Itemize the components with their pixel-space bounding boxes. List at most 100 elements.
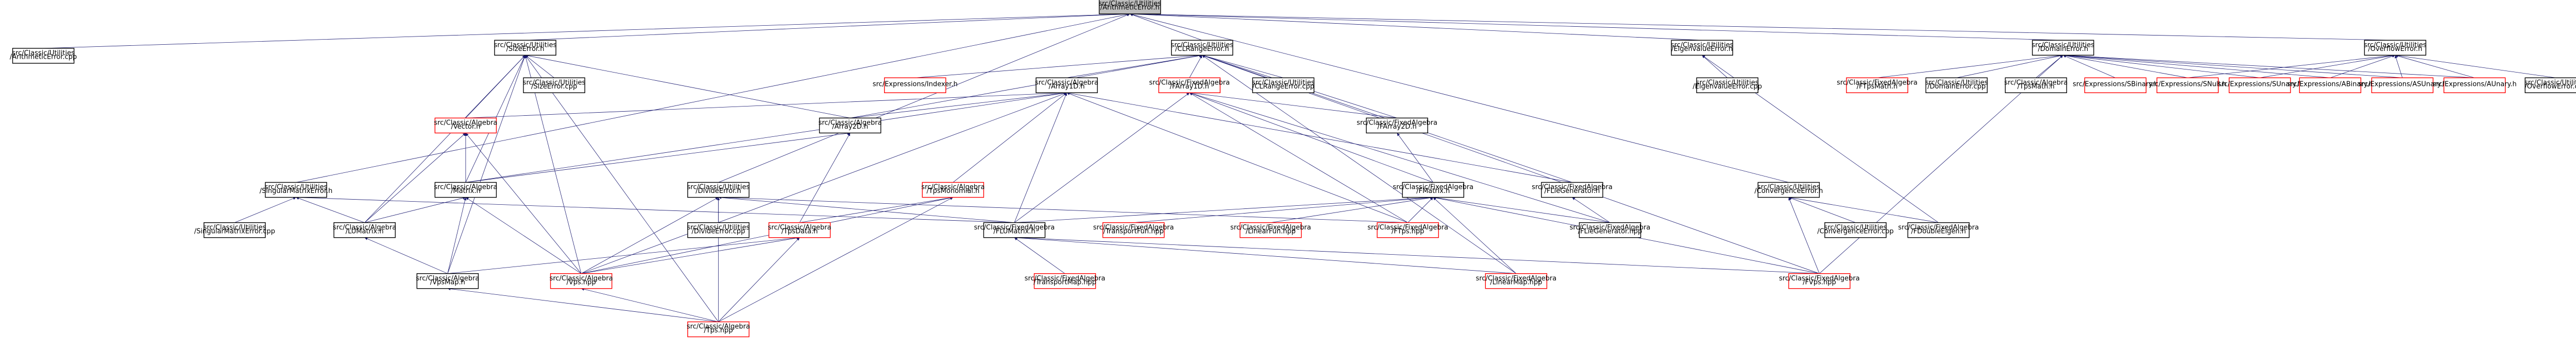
node-label-line: /EigenvalueError.h [1671,45,1733,53]
edge-dividerr-flumatrix [718,196,1014,223]
node-transportmap[interactable]: src/Classic/FixedAlgebra/TransportMap.hp… [1025,273,1106,289]
node-sbinary[interactable]: src/Expressions/SBinary.h [2073,77,2158,93]
edge-array1d-vector [465,91,1067,118]
node-label-line: /DomainError.cpp [1927,83,1986,91]
node-farray1d[interactable]: src/Classic/FixedAlgebra/FArray1D.h [1149,77,1230,93]
node-asunary[interactable]: src/Expressions/ASUnary.h [2358,77,2447,93]
node-label-line: src/Classic/FixedAlgebra [1779,275,1860,282]
node-convergence[interactable]: src/Classic/Utilities/ConvergenceError.h [1754,182,1823,198]
node-flsgen[interactable]: src/Classic/FixedAlgebra/FLieGenerator.h [1532,182,1613,198]
node-label-line: /TpsMath.h [2018,83,2055,91]
node-tps[interactable]: src/Classic/Algebra/Tps.hpp [687,321,750,338]
edge-flumatrix-fvps [1014,236,1820,274]
node-linearfun[interactable]: src/Classic/FixedAlgebra/LinearFun.hpp [1230,222,1311,238]
edge-singmat-lumatrix [296,197,365,223]
node-eigencpp[interactable]: src/Classic/Utilities/EigenvalueError.cp… [1692,77,1762,93]
node-aunary[interactable]: src/Expressions/AUnary.h [2433,77,2517,93]
node-label-line: /ConvergenceError.cpp [1817,227,1893,235]
node-box [1377,222,1439,238]
node-sizeerr[interactable]: src/Classic/Utilities/SizeError.h [494,40,557,56]
node-label-line: src/Classic/Utilities [687,184,750,191]
edge-fmatrix-linearfun [1270,196,1433,223]
node-box [2084,77,2147,93]
node-indexer[interactable]: src/Expressions/Indexer.h [873,77,958,93]
edge-tpsdata-vpsmap [447,236,800,274]
edge-flumatrix-linearmap [1014,236,1516,274]
node-box [922,182,985,198]
node-label-line: /Matrix.h [451,187,481,195]
node-ftps[interactable]: src/Classic/FixedAlgebra/FTps.hpp [1367,222,1448,238]
node-label-line: /CLRangeError.h [1175,45,1229,53]
edge-sizeerr-vpsmap [447,55,526,274]
node-label-line: src/Classic/Utilities [1252,79,1315,86]
node-sizeerrcpp[interactable]: src/Classic/Utilities/SizeError.cpp [523,77,586,93]
node-fvps[interactable]: src/Classic/FixedAlgebra/FVps.hpp [1779,273,1860,289]
node-domaincpp[interactable]: src/Classic/Utilities/DomainError.cpp [1925,77,1988,93]
node-matrix[interactable]: src/Classic/Algebra/Matrix.h [434,182,497,198]
edge-matrix-lumatrix [364,197,466,223]
node-label-line: /FTpsMath.h [1857,83,1898,91]
node-array2d[interactable]: src/Classic/Algebra/Array2D.h [819,117,882,134]
node-tpsmath[interactable]: src/Classic/Algebra/TpsMath.h [2004,77,2067,93]
node-farray2d[interactable]: src/Classic/FixedAlgebra/FArray2D.h [1357,117,1437,134]
node-overflow[interactable]: src/Classic/Utilities/OverflowError.h [2364,40,2427,56]
edge-vpsmap-tps [447,287,719,322]
node-dividecpp[interactable]: src/Classic/Utilities/DivideError.cpp [687,222,750,238]
edge-root-clrange [1129,13,1202,41]
node-array1d[interactable]: src/Classic/Algebra/Array1D.h [1035,77,1098,93]
node-abinary[interactable]: src/Expressions/ABinary.h [2287,77,2373,93]
node-convcpp[interactable]: src/Classic/Utilities/ConvergenceError.c… [1817,222,1894,238]
node-linearmap[interactable]: src/Classic/FixedAlgebra/LinearMap.hpp [1476,273,1556,289]
node-label-line: src/Classic/FixedAlgebra [1367,224,1448,232]
node-domainerr[interactable]: src/Classic/Utilities/DomainError.h [2032,40,2095,56]
node-box [2299,77,2362,93]
node-box [1240,222,1302,238]
node-label-line: src/Classic/FixedAlgebra [1025,275,1106,282]
node-flsgenhpp[interactable]: src/Classic/FixedAlgebra/FLieGenerator.h… [1570,222,1651,238]
node-clrangecpp[interactable]: src/Classic/Utilities/CLRangeError.cpp [1252,77,1315,93]
node-fdoubleeigen[interactable]: src/Classic/FixedAlgebra/FDoubleEigen.h [1898,222,1979,238]
node-tpsdata[interactable]: src/Classic/Algebra/TpsData.h [768,222,832,238]
edge-dividerr-ftps [718,196,1408,223]
node-flumatrix[interactable]: src/Classic/FixedAlgebra/FLUMatrix.h [974,222,1055,238]
node-clrange[interactable]: src/Classic/Utilities/CLRangeError.h [1171,40,1233,56]
node-box [523,77,585,93]
node-transportfun[interactable]: src/Classic/FixedAlgebra/TransportFun.hp… [1093,222,1174,238]
node-dividerr[interactable]: src/Classic/Utilities/DivideError.h [687,182,750,198]
node-box [2524,77,2576,93]
node-singmat[interactable]: src/Classic/Utilities/SingularMatrixErro… [260,182,333,198]
node-arithcpp[interactable]: src/Classic/Utilities/ArithmeticError.cp… [10,48,77,64]
edge-array1d-vps [581,92,1067,274]
node-sunary[interactable]: src/Expressions/SUnary.h [2218,77,2302,93]
node-box [1171,40,1233,56]
node-lumatrix[interactable]: src/Classic/Algebra/LUMatrix.h [333,222,396,238]
node-vector[interactable]: src/Classic/Algebra/Vector.h [434,117,497,134]
node-ftpsmath[interactable]: src/Classic/FixedAlgebra/FTpsMath.h [1837,77,1918,93]
edge-dividerr-vps [581,197,719,274]
node-overflowcpp[interactable]: src/Classic/Utilities/OverflowError.cpp [2524,77,2576,93]
node-fmatrix[interactable]: src/Classic/FixedAlgebra/FMatrix.h [1393,182,1473,198]
node-tpsmonomial[interactable]: src/Classic/Algebra/TpsMonomial.h [921,182,985,198]
node-eigenerr[interactable]: src/Classic/Utilities/EigenvalueError.h [1671,40,1734,56]
node-label-line: src/Classic/FixedAlgebra [1837,79,1918,86]
node-label-line: src/Classic/Algebra [333,224,396,232]
node-vpsmap[interactable]: src/Classic/Algebra/VpsMap.h [416,273,479,289]
edge-farray1d-fmatrix [1189,92,1433,183]
node-label-line: src/Classic/Utilities [2364,41,2427,49]
edge-fmatrix-linearmap [1433,197,1517,274]
node-box [2005,77,2067,93]
node-singmatcpp[interactable]: src/Classic/Utilities/SingularMatrixErro… [194,222,275,238]
node-label-line: /FLieGenerator.hpp [1578,227,1642,235]
node-label-line: /DomainError.h [2038,45,2089,53]
node-label-line: src/Classic/Algebra [550,275,613,282]
node-label-line: /ArithmeticError.h [1100,4,1160,12]
node-label-line: /Vps.hpp [566,278,596,286]
node-snull[interactable]: src/Expressions/SNull.h [2149,77,2227,93]
edge-eigenerr-eigencpp [1702,55,1727,78]
node-vps[interactable]: src/Classic/Algebra/Vps.hpp [550,273,613,289]
node-label-line: src/Classic/Algebra [768,224,831,232]
node-label-line: src/Classic/Algebra [1035,79,1098,86]
node-box [687,182,750,198]
node-box [768,222,831,238]
node-label-line: src/Classic/FixedAlgebra [1230,224,1311,232]
